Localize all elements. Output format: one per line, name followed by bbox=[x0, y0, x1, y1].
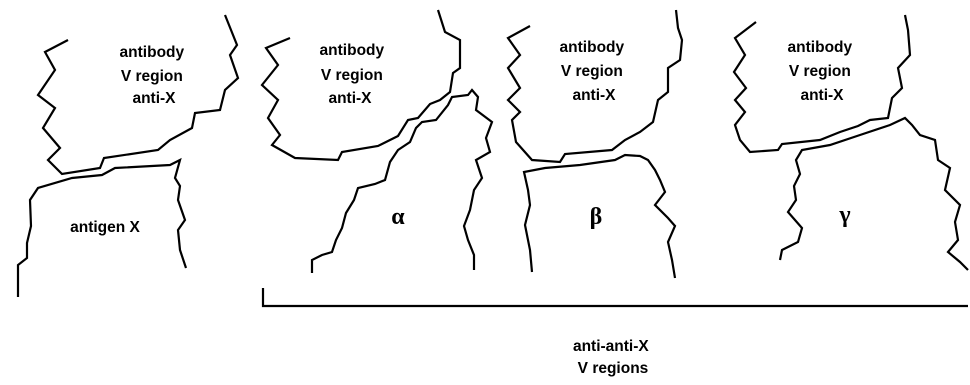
antibody-label-line-1: antibody bbox=[320, 42, 385, 59]
gamma-label: γ bbox=[838, 202, 850, 228]
alpha-outline bbox=[310, 88, 494, 273]
beta-outline bbox=[522, 153, 677, 279]
antibody-label: antibody V region anti-X bbox=[560, 39, 629, 104]
beta-label: β bbox=[590, 204, 603, 230]
gamma-outline bbox=[778, 116, 969, 271]
bracket-label: anti-anti-X V regions bbox=[573, 338, 653, 377]
antibody-v-region-outline bbox=[260, 9, 462, 162]
antibody-v-region-outline bbox=[36, 14, 240, 176]
antibody-v-region-outline bbox=[506, 9, 684, 164]
antibody-label-line-3: anti-X bbox=[572, 87, 616, 104]
antibody-label-line-3: anti-X bbox=[132, 90, 176, 107]
antibody-label-line-2: V region bbox=[321, 67, 383, 84]
antibody-label: antibody V region anti-X bbox=[320, 42, 389, 107]
panel-beta: antibody V region anti-X β bbox=[506, 9, 684, 279]
antibody-label-line-2: V region bbox=[561, 63, 623, 80]
antibody-label-line-1: antibody bbox=[120, 44, 185, 61]
panel-gamma: antibody V region anti-X γ bbox=[732, 14, 969, 271]
anti-anti-x-bracket: anti-anti-X V regions bbox=[261, 288, 968, 377]
antibody-label: antibody V region anti-X bbox=[788, 39, 857, 104]
panel-alpha: antibody V region anti-X α bbox=[260, 9, 494, 273]
antibody-label: antibody V region anti-X bbox=[120, 44, 189, 107]
alpha-label: α bbox=[391, 204, 405, 230]
antibody-label-line-2: V region bbox=[121, 68, 183, 85]
antibody-label-line-1: antibody bbox=[560, 39, 625, 56]
antibody-label-line-1: antibody bbox=[788, 39, 853, 56]
bracket-line bbox=[261, 288, 968, 308]
bracket-label-line-1: anti-anti-X bbox=[573, 338, 649, 355]
antigen-x-outline bbox=[16, 157, 188, 297]
bracket-label-line-2: V regions bbox=[578, 360, 649, 377]
antibody-label-line-2: V region bbox=[789, 63, 851, 80]
antibody-v-region-outline bbox=[732, 14, 912, 154]
antibody-label-line-3: anti-X bbox=[328, 90, 372, 107]
antibody-label-line-3: anti-X bbox=[800, 87, 844, 104]
antigen-x-label: antigen X bbox=[70, 219, 140, 236]
panel-antigen-x: antibody V region anti-X antigen X bbox=[16, 14, 240, 297]
